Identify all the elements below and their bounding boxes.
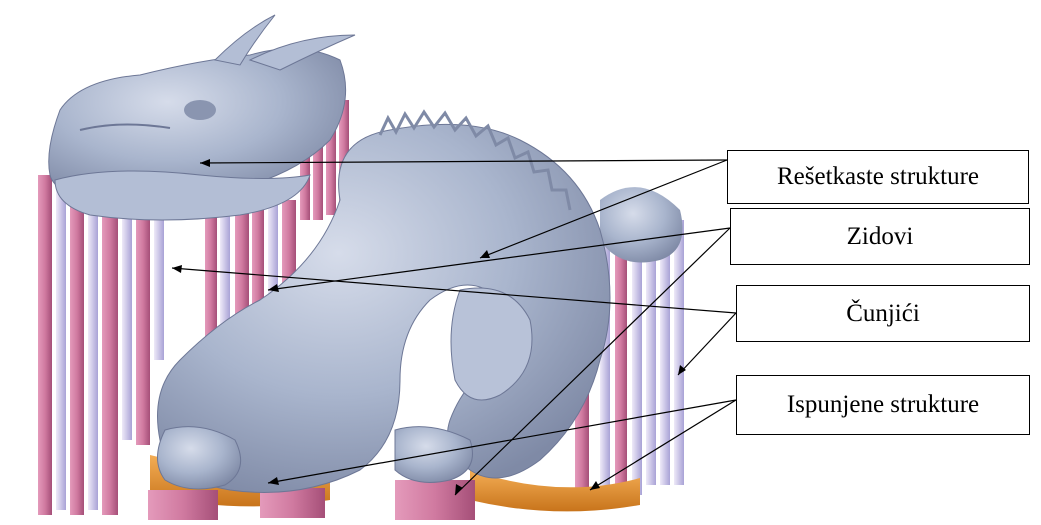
label-walls: Zidovi [730,208,1030,265]
label-lattice-structures: Rešetkaste strukture [727,150,1029,204]
label-solid-structures: Ispunjene strukture [736,375,1030,435]
right-support-columns [575,200,684,495]
label-solid-text: Ispunjene strukture [786,391,980,418]
leader-lines [171,159,737,496]
label-walls-text: Zidovi [846,222,914,250]
label-cones: Čunjići [736,285,1030,342]
leader-arrowheads [172,159,686,495]
label-lattice-text: Rešetkaste strukture [776,163,980,190]
dragon-model-icon [48,14,683,493]
label-cones-text: Čunjići [846,299,920,327]
